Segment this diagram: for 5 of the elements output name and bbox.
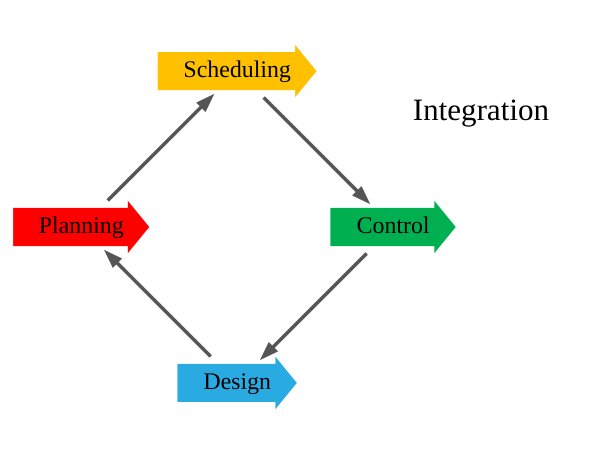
- arrow: [104, 249, 212, 358]
- arrow: [262, 96, 370, 204]
- arrow: [106, 93, 214, 202]
- label: Integration: [412, 91, 550, 126]
- arrow: [260, 252, 368, 360]
